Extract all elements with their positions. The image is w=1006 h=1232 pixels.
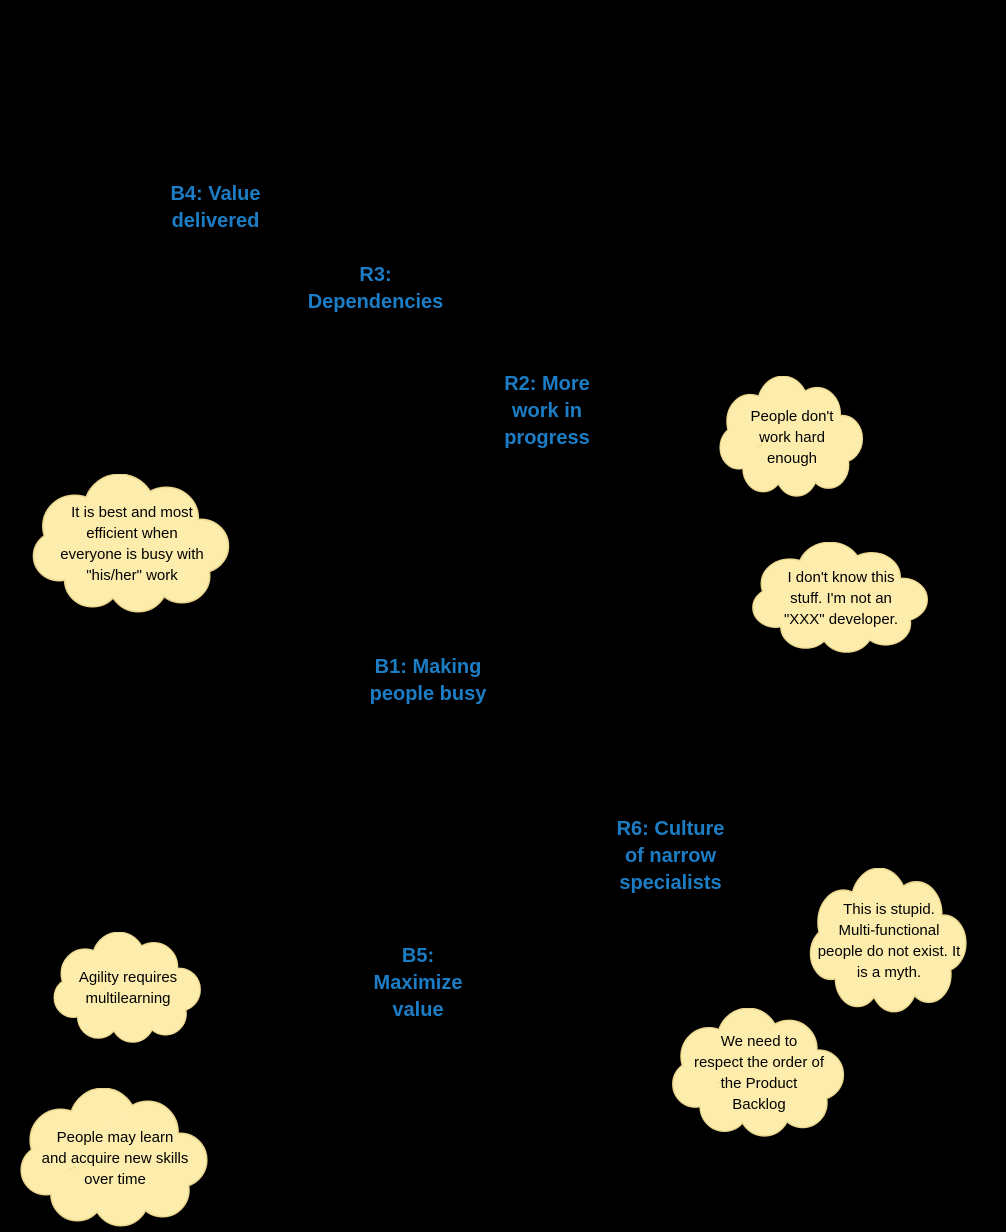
cloud-text: This is stupid. Multi-functional people … [817,901,961,981]
thought-cloud-busy-most-efficient: It is best and most efficient when every… [28,474,236,614]
cloud-text: People may learn and acquire new skills … [41,1128,189,1188]
thought-cloud-not-an-xxx-developer: I don't know this stuff. I'm not an "XXX… [748,542,934,654]
thought-cloud-people-may-learn-new-skills: People may learn and acquire new skills … [16,1088,214,1228]
loop-label-r6-culture-of-narrow-specialists: R6: Culture of narrow specialists [616,818,725,894]
thought-cloud-people-dont-work-hard: People don't work hard enough [716,376,868,498]
cloud-text: People don't work hard enough [750,407,834,467]
loop-label-b5-maximize-value: B5: Maximize value [373,945,463,1021]
cloud-text: Agility requires multilearning [78,969,178,1007]
loop-label-b1-making-people-busy: B1: Making people busy [369,656,487,705]
cloud-text: It is best and most efficient when every… [60,504,204,584]
loop-label-r2-more-work-in-progress: R2: More work in progress [504,373,590,449]
cloud-text: We need to respect the order of the Prod… [693,1033,825,1113]
thought-cloud-respect-product-backlog-order: We need to respect the order of the Prod… [668,1008,850,1138]
cloud-text: I don't know this stuff. I'm not an "XXX… [783,568,899,628]
loop-label-b4-value-delivered: B4: Value delivered [170,183,261,232]
loop-label-r3-dependencies: R3: Dependencies [307,264,444,313]
thought-cloud-agility-requires-multilearning: Agility requires multilearning [50,932,206,1044]
thought-cloud-multifunctional-myth: This is stupid. Multi-functional people … [806,868,972,1014]
